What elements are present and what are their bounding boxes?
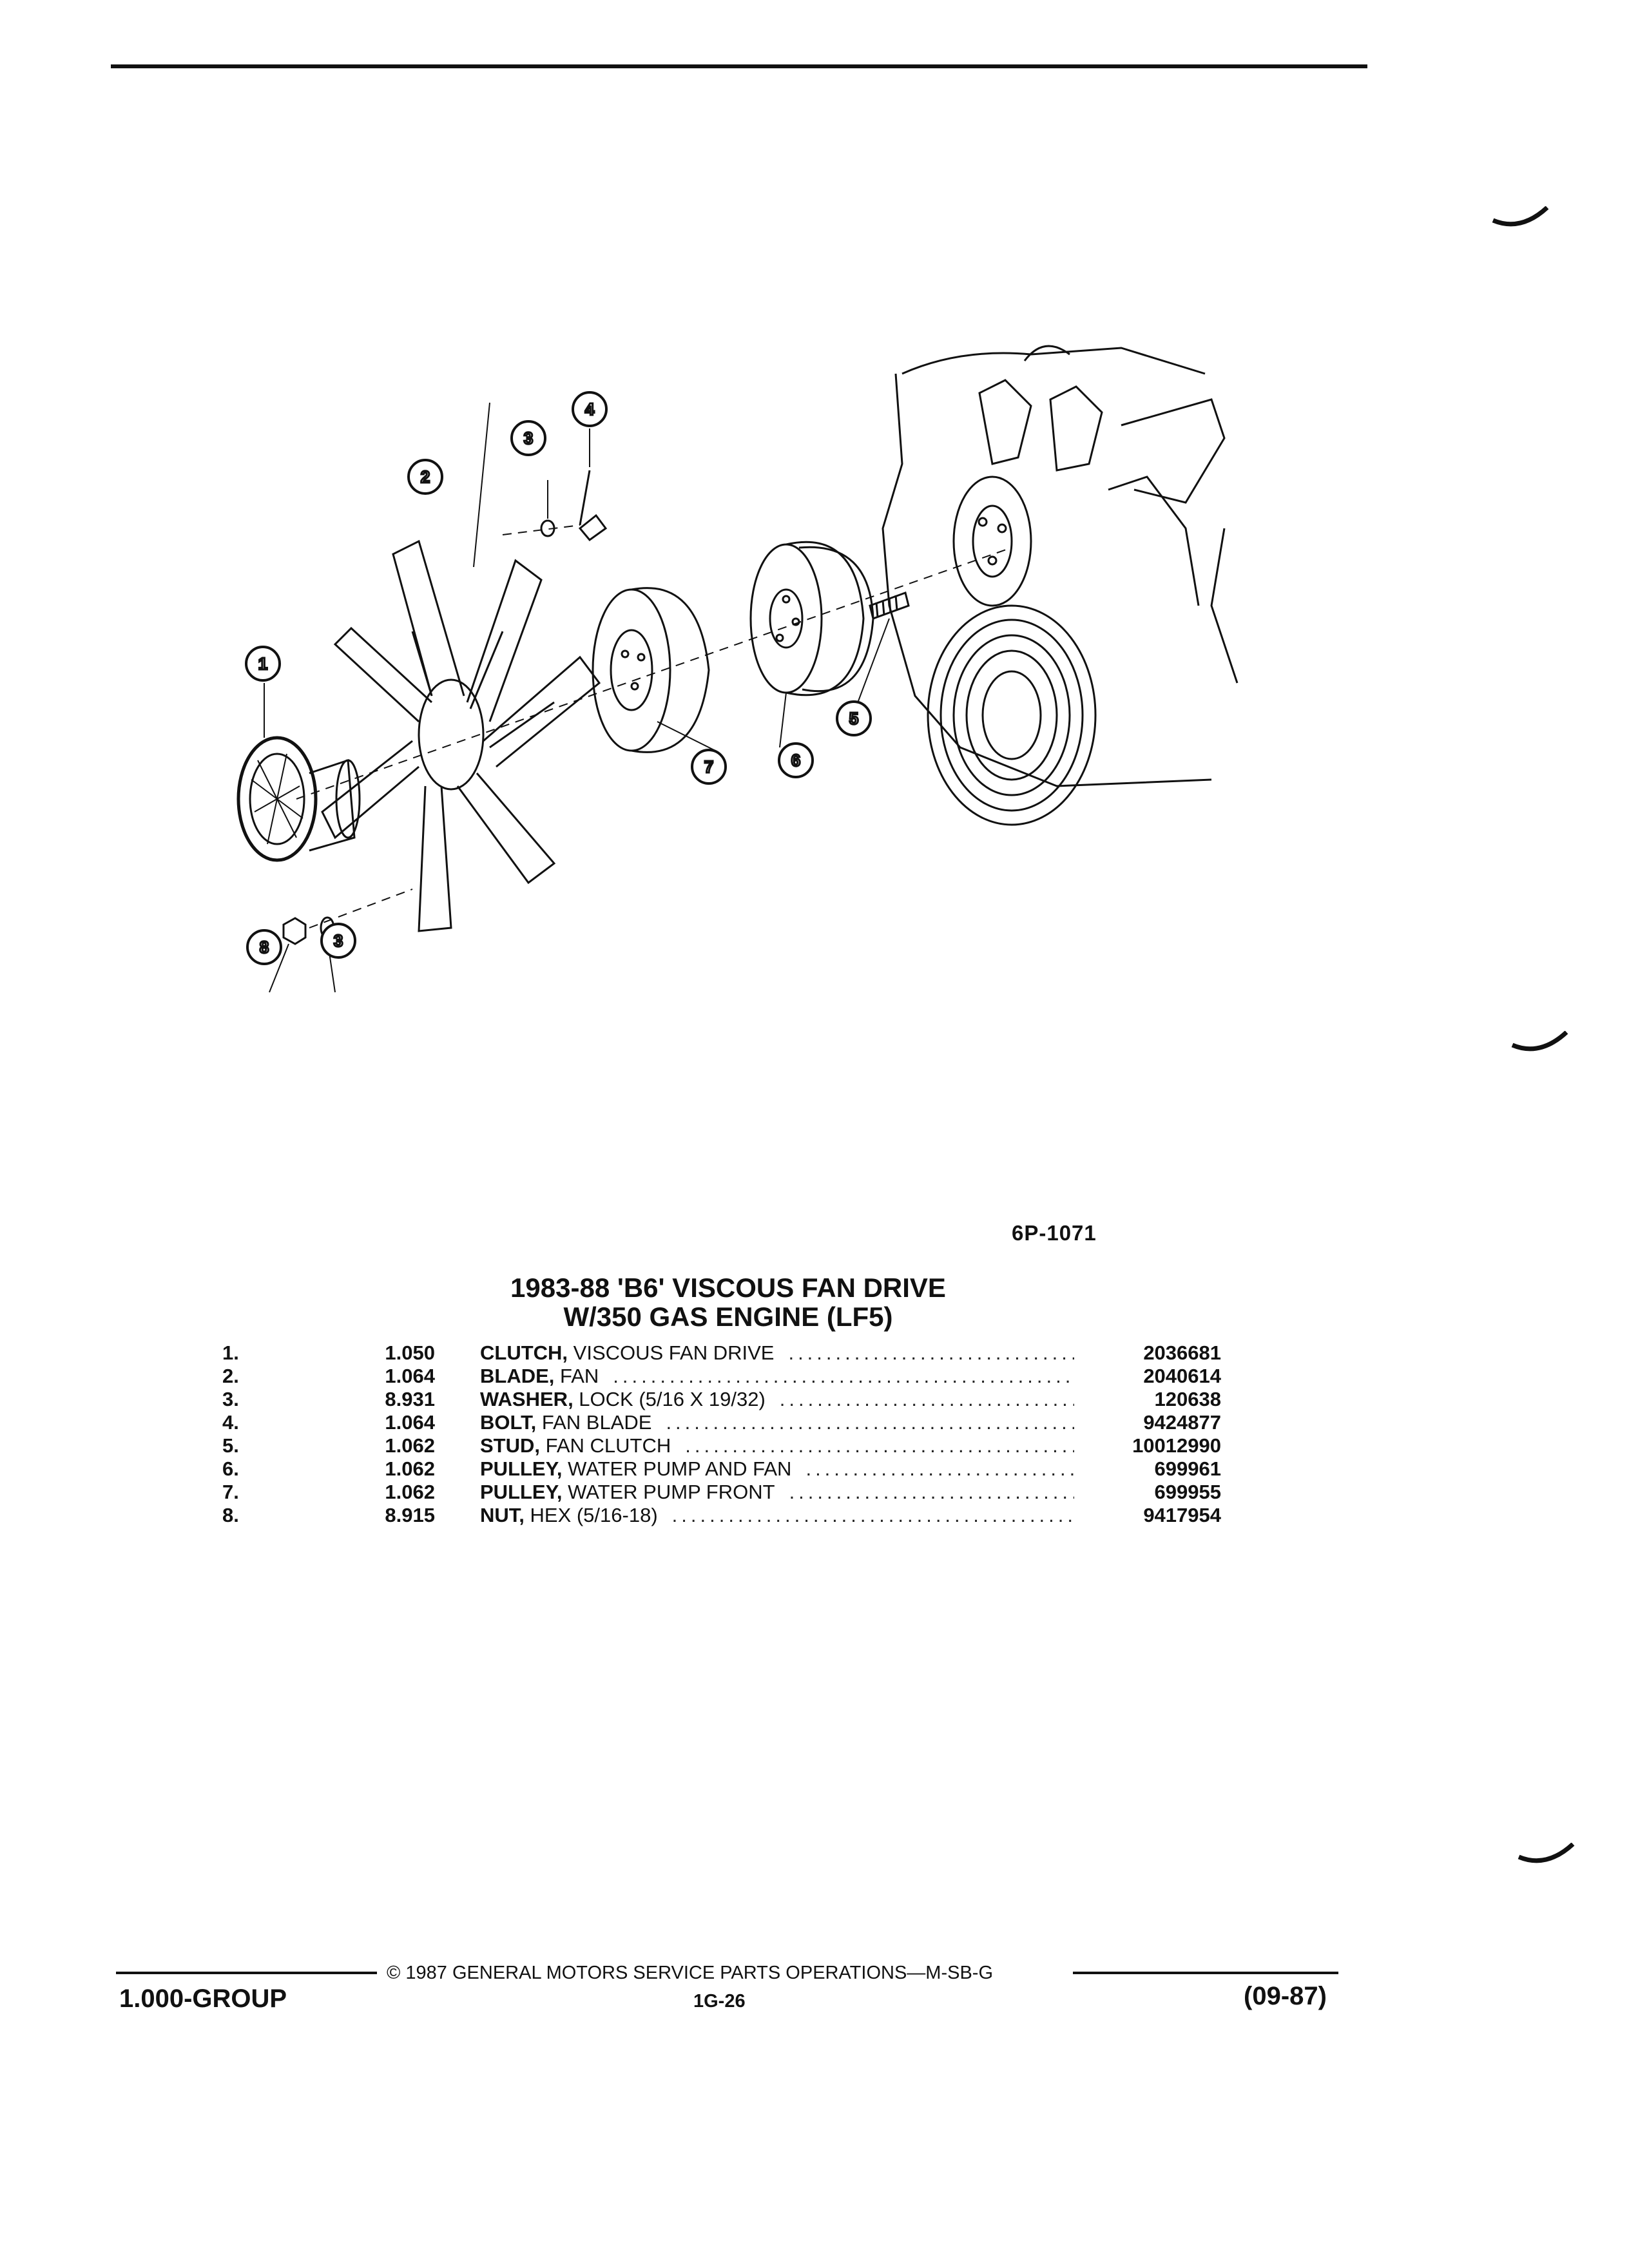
svg-text:6: 6 [791,751,800,770]
part-description: BLADE, FAN..............................… [480,1365,1074,1387]
footer-rule-left [116,1972,377,1974]
svg-text:7: 7 [704,757,713,776]
footer-rule-right [1073,1972,1338,1974]
group-label: 1.000-GROUP [119,1984,287,2013]
fan-blade-illustration [321,539,601,932]
part-number: 699961 [1154,1457,1221,1480]
parts-row: 2. 1.064 BLADE, FAN.....................… [222,1365,1221,1388]
callout-5: 5 [836,700,872,736]
callout-1: 1 [245,646,281,682]
svg-text:5: 5 [849,709,858,728]
water-pump-front-pulley-illustration [592,587,710,753]
group-number: 8.915 [385,1504,435,1526]
page-number: 1G-26 [693,1991,746,2012]
svg-text:8: 8 [260,937,269,957]
page-title: 1983-88 'B6' VISCOUS FAN DRIVE [510,1273,946,1303]
engine-block-illustration [882,345,1239,787]
group-number: 1.062 [385,1434,435,1457]
page-subtitle: W/350 GAS ENGINE (LF5) [563,1302,893,1332]
part-description: PULLEY, WATER PUMP FRONT................… [480,1481,1074,1503]
group-number: 1.050 [385,1341,435,1364]
water-pump-fan-pulley-illustration [749,541,874,697]
item-number: 1. [222,1341,239,1364]
part-description: BOLT, FAN BLADE.........................… [480,1411,1074,1434]
parts-row: 5. 1.062 STUD, FAN CLUTCH...............… [222,1434,1221,1457]
group-number: 1.064 [385,1411,435,1434]
part-number: 10012990 [1132,1434,1221,1457]
part-description: PULLEY, WATER PUMP AND FAN..............… [480,1457,1074,1480]
exploded-view-diagram: 1 2 3 4 5 6 7 8 3 [219,335,1250,999]
callout-8: 8 [246,929,282,965]
parts-row: 8. 8.915 NUT, HEX (5/16-18).............… [222,1504,1221,1527]
part-description: WASHER, LOCK (5/16 X 19/32).............… [480,1388,1074,1410]
svg-text:2: 2 [421,467,430,486]
group-number: 1.062 [385,1481,435,1503]
item-number: 7. [222,1481,239,1503]
part-description: STUD, FAN CLUTCH........................… [480,1434,1074,1457]
parts-row: 1. 1.050 CLUTCH, VISCOUS FAN DRIVE......… [222,1341,1221,1365]
item-number: 2. [222,1365,239,1387]
parts-row: 7. 1.062 PULLEY, WATER PUMP FRONT.......… [222,1481,1221,1504]
svg-text:4: 4 [585,399,595,419]
revision-date: (09-87) [1244,1982,1327,2010]
item-number: 5. [222,1434,239,1457]
group-number: 8.931 [385,1388,435,1410]
svg-text:1: 1 [258,654,267,673]
binder-mark [1511,1030,1569,1057]
part-description: CLUTCH, VISCOUS FAN DRIVE...............… [480,1341,1074,1364]
callout-3-upper: 3 [510,420,546,456]
viscous-clutch-illustration [236,736,361,862]
item-number: 8. [222,1504,239,1526]
item-number: 4. [222,1411,239,1434]
callout-7: 7 [691,749,727,785]
part-number: 9424877 [1143,1411,1221,1434]
callout-2: 2 [407,459,443,495]
item-number: 6. [222,1457,239,1480]
part-number: 120638 [1154,1388,1221,1410]
parts-row: 6. 1.062 PULLEY, WATER PUMP AND FAN.....… [222,1457,1221,1481]
part-description: NUT, HEX (5/16-18)......................… [480,1504,1074,1526]
parts-row: 3. 8.931 WASHER, LOCK (5/16 X 19/32)....… [222,1388,1221,1411]
callout-6: 6 [778,742,814,778]
bolt-and-washer-illustration [540,470,608,542]
figure-code: 6P-1071 [1012,1221,1097,1245]
group-number: 1.064 [385,1365,435,1387]
callout-4: 4 [572,391,608,427]
parts-list: 1. 1.050 CLUTCH, VISCOUS FAN DRIVE......… [222,1341,1221,1527]
item-number: 3. [222,1388,239,1410]
part-number: 9417954 [1143,1504,1221,1526]
part-number: 699955 [1154,1481,1221,1503]
binder-mark [1492,206,1550,232]
binder-mark [1518,1842,1576,1869]
svg-text:3: 3 [524,428,533,448]
copyright-line: © 1987 GENERAL MOTORS SERVICE PARTS OPER… [387,1963,993,1983]
svg-text:3: 3 [334,931,343,950]
parts-row: 4. 1.064 BOLT, FAN BLADE................… [222,1411,1221,1434]
group-number: 1.062 [385,1457,435,1480]
part-number: 2036681 [1143,1341,1221,1364]
header-rule [111,64,1367,68]
callout-3-lower: 3 [320,923,356,959]
crankshaft-pulley-illustration [927,604,1097,826]
part-number: 2040614 [1143,1365,1221,1387]
